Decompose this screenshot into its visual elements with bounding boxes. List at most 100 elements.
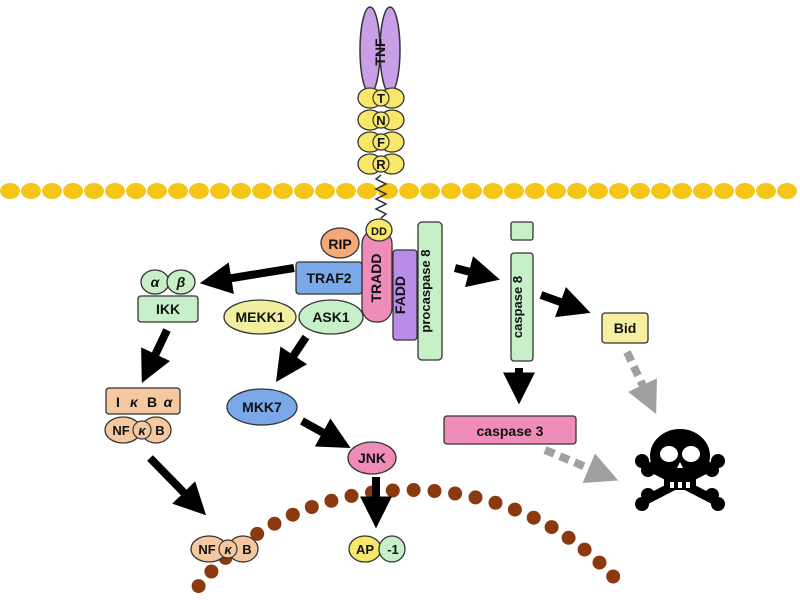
ask1-node: ASK1 <box>298 299 364 335</box>
nuclear-pore-dot <box>204 564 219 579</box>
tnf-ligand: TNF <box>359 6 401 94</box>
nuclear-pore-dot <box>324 493 339 508</box>
nucleus-nfkb-b-label: B <box>242 542 251 557</box>
tnf-label: TNF <box>372 38 388 66</box>
membrane-lipid <box>84 183 104 199</box>
dd-label: DD <box>371 226 387 238</box>
nuclear-pore-dot <box>385 483 400 498</box>
jnk-label: JNK <box>358 450 386 466</box>
activation-arrows <box>141 256 591 529</box>
membrane-lipid <box>315 183 335 199</box>
arrow-caspase8-to-bid <box>539 286 591 318</box>
caspase8-label: caspase 8 <box>510 276 525 338</box>
arrow-nfkb-to-nucleus <box>147 455 207 516</box>
membrane-lipid <box>525 183 545 199</box>
nfkb-nucleus-node: NF κ B <box>190 535 259 563</box>
membrane-lipid <box>420 183 440 199</box>
arrow-traf2-to-ikk <box>199 262 295 294</box>
receptor-letter-n: N <box>376 113 385 128</box>
arrow-mkk7-to-jnk <box>300 417 351 448</box>
membrane-lipid <box>0 183 20 199</box>
caspase8-small-subunit <box>510 221 534 241</box>
arrow-procaspase8-to-caspase8 <box>454 256 500 288</box>
nfkb-kappa-label: κ <box>138 423 146 438</box>
arrow-caspase3-to-death <box>543 446 619 483</box>
nfkb-nf-label: NF <box>112 423 129 438</box>
ikba-b-label: B <box>147 394 157 410</box>
membrane-lipid <box>147 183 167 199</box>
membrane-lipid <box>294 183 314 199</box>
nucleus-nfkb-kappa-label: κ <box>224 542 232 557</box>
mekk1-label: MEKK1 <box>235 309 284 325</box>
fadd-label: FADD <box>392 276 408 314</box>
membrane-lipid <box>189 183 209 199</box>
cell-membrane <box>0 183 797 199</box>
nuclear-pore-dot <box>406 483 421 497</box>
nucleus-nfkb-nf-label: NF <box>198 542 215 557</box>
nuclear-pore-dot <box>344 488 359 503</box>
membrane-lipid <box>735 183 755 199</box>
membrane-lipid <box>273 183 293 199</box>
membrane-lipid <box>651 183 671 199</box>
membrane-lipid <box>609 183 629 199</box>
membrane-lipid <box>168 183 188 199</box>
nuclear-pore-dot <box>250 526 265 541</box>
nuclear-pore-dot <box>507 502 522 517</box>
tnf-receptor: T N F R <box>357 87 405 219</box>
rip-label: RIP <box>328 236 351 252</box>
arrow-ask1-to-mkk7 <box>276 334 310 382</box>
procaspase8-node: procaspase 8 <box>417 221 443 361</box>
transmembrane-segment <box>374 174 388 219</box>
membrane-lipid <box>357 183 377 199</box>
nfkb-b-label: B <box>155 423 164 438</box>
rip-node: RIP <box>320 227 360 259</box>
membrane-lipid <box>231 183 251 199</box>
ikk-beta-label: β <box>176 274 186 290</box>
nuclear-pore-dot <box>544 520 559 535</box>
nuclear-pore-dot <box>285 507 300 522</box>
procaspase8-label: procaspase 8 <box>418 249 433 332</box>
apoptosis-arrows <box>543 350 658 483</box>
ikba-i-label: I <box>116 394 120 410</box>
bid-label: Bid <box>614 320 637 336</box>
membrane-lipid <box>441 183 461 199</box>
nuclear-pore-dot <box>427 484 442 498</box>
caspase3-label: caspase 3 <box>477 423 544 439</box>
caspase8-node: caspase 8 <box>510 221 534 362</box>
nuclear-pore-dot <box>448 486 463 501</box>
ikk-complex: α β IKK <box>137 269 199 323</box>
jnk-node: JNK <box>347 441 397 475</box>
nuclear-pore-dot <box>191 579 206 594</box>
ask1-label: ASK1 <box>312 309 350 325</box>
membrane-lipid <box>672 183 692 199</box>
arrow-bid-to-death <box>623 350 658 415</box>
nuclear-pore-dot <box>561 530 576 545</box>
membrane-lipid <box>252 183 272 199</box>
receptor-letter-f: F <box>377 135 385 150</box>
tradd-node: TRADD <box>361 229 393 323</box>
arrow-ikk-to-ikba <box>141 328 171 384</box>
caspase3-node: caspase 3 <box>443 415 577 445</box>
mkk7-node: MKK7 <box>226 388 298 426</box>
membrane-lipid <box>399 183 419 199</box>
membrane-lipid <box>504 183 524 199</box>
nuclear-pore-dot <box>488 495 503 510</box>
nuclear-pore-dot <box>526 510 541 525</box>
ap1-ap-label: AP <box>356 542 374 557</box>
tradd-label: TRADD <box>368 254 384 303</box>
fadd-node: FADD <box>392 249 418 341</box>
membrane-lipid <box>126 183 146 199</box>
bid-node: Bid <box>601 312 649 344</box>
membrane-lipid <box>105 183 125 199</box>
nuclear-pore-dot <box>577 542 592 557</box>
membrane-lipid <box>567 183 587 199</box>
membrane-lipid <box>693 183 713 199</box>
death-domain: DD <box>365 218 393 242</box>
membrane-lipid <box>588 183 608 199</box>
membrane-lipid <box>336 183 356 199</box>
ap1-one-label: -1 <box>387 542 399 557</box>
ikba-node: I κ B α <box>105 387 181 415</box>
nuclear-pore-dot <box>468 490 483 505</box>
membrane-lipid <box>462 183 482 199</box>
